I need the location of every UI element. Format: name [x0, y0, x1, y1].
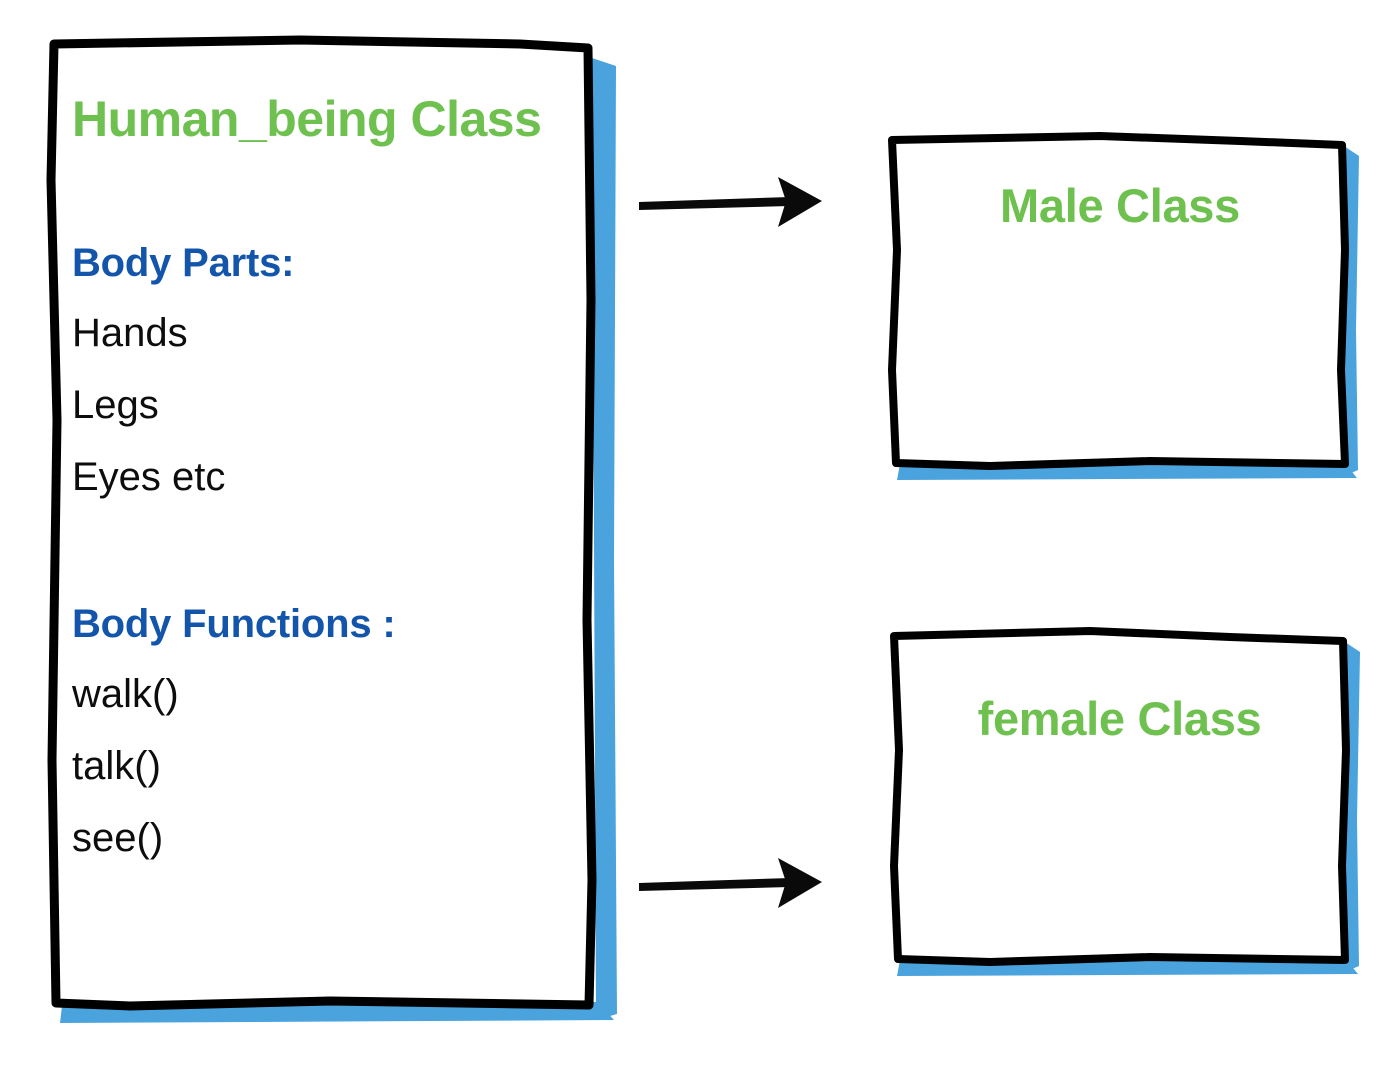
connector-arrow-to-male — [639, 177, 822, 227]
male-class-box[interactable] — [888, 132, 1349, 470]
female-class-box[interactable] — [890, 627, 1350, 966]
parent-class-box[interactable] — [46, 35, 597, 1011]
connector-arrow-to-female — [639, 858, 822, 908]
